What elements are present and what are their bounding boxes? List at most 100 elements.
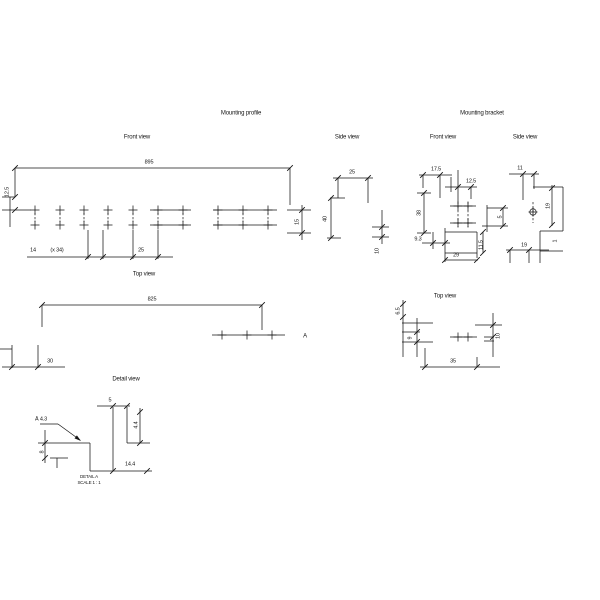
dimension-tick — [441, 256, 449, 264]
leader-arrow-icon — [74, 435, 81, 441]
profile-top-view: 825 30 A — [0, 296, 307, 371]
dimension-tick — [154, 253, 162, 261]
dimension-tick — [378, 223, 386, 231]
dimension-tick — [109, 402, 117, 410]
dimension-label: 12.5 — [4, 187, 10, 197]
dimension-label: 1 — [552, 239, 558, 242]
dimension-tick — [473, 256, 481, 264]
detail-caption-line1: DETAIL A — [80, 474, 98, 479]
dimension-tick — [327, 194, 335, 202]
dimension-tick — [38, 301, 46, 309]
dimension-tick — [99, 253, 107, 261]
dimension-tick — [499, 204, 507, 212]
dimension-label: 8 — [39, 450, 45, 453]
dimension-tick — [519, 170, 527, 178]
dimension-tick — [11, 193, 19, 201]
dimension-label: 15 — [294, 219, 300, 225]
bracket-side-view-title: Side view — [513, 135, 538, 141]
hole-circle — [529, 208, 537, 216]
dimension-label: 825 — [148, 296, 157, 302]
dimension-tick — [489, 333, 497, 341]
dimension-tick — [109, 467, 117, 475]
dimension-tick — [136, 439, 144, 447]
dimension-tick — [441, 239, 449, 247]
dimension-label: Ā 4.3 — [35, 415, 47, 422]
profile-top-view-title: Top view — [133, 272, 156, 278]
dimension-label: 6.5 — [395, 307, 401, 314]
bracket-front-view-title: Front view — [430, 135, 457, 141]
dimension-tick — [489, 321, 497, 329]
dimension-tick — [41, 439, 49, 447]
dimension-label: 19 — [545, 203, 551, 209]
dimension-tick — [11, 164, 19, 172]
dimension-tick — [399, 300, 407, 308]
detail-view-title: Detail view — [112, 377, 140, 383]
dimension-tick — [525, 246, 533, 254]
dimension-label: 40 — [322, 216, 328, 222]
dimension-label: 14 — [30, 247, 36, 253]
dimension-label: (x 34) — [50, 247, 63, 253]
mounting-bracket-title: Mounting bracket — [460, 111, 504, 117]
detail-callout-a: A — [303, 334, 307, 340]
dimension-tick — [399, 313, 407, 321]
dimension-label: 25 — [349, 169, 355, 175]
mounting-profile-title: Mounting profile — [221, 111, 262, 117]
dimension-tick — [429, 239, 437, 247]
dimension-label: 10 — [374, 248, 380, 254]
dimension-label: 5 — [109, 397, 112, 403]
dimension-tick — [548, 184, 556, 192]
dimension-tick — [286, 164, 294, 172]
dimension-tick — [467, 183, 475, 191]
profile-front-view-title: Front view — [124, 135, 151, 141]
dimension-tick — [258, 301, 266, 309]
dimension-label: 895 — [145, 159, 154, 165]
bracket-side-view: 11 19 19 1 — [506, 165, 564, 263]
detail-caption-line2: SCALE 1 : 1 — [77, 480, 101, 485]
dimension-label: 11 — [517, 165, 523, 171]
dimension-label: 30 — [47, 358, 53, 364]
dimension-tick — [298, 229, 306, 237]
dimension-label: 9.3 — [414, 236, 421, 242]
dimension-label: 12.5 — [466, 178, 476, 184]
dimension-tick — [298, 206, 306, 214]
dimension-tick — [364, 174, 372, 182]
dimension-label: 25 — [138, 247, 144, 253]
dimension-tick — [548, 221, 556, 229]
dimension-tick — [479, 249, 487, 257]
dimension-tick — [499, 222, 507, 230]
dimension-label: 9 — [407, 336, 413, 339]
dimension-label: 11.5 — [478, 240, 484, 250]
dimension-tick — [129, 253, 137, 261]
profile-side-view: 25 40 10 — [322, 169, 389, 254]
dimension-tick — [421, 363, 429, 371]
dimension-label: 19 — [521, 242, 527, 248]
dimension-tick — [327, 234, 335, 242]
dimension-tick — [436, 171, 444, 179]
dimension-tick — [413, 328, 421, 336]
dimension-tick — [136, 408, 144, 416]
dimension-label: 29 — [453, 252, 459, 258]
dimension-tick — [420, 189, 428, 197]
dimension-tick — [479, 228, 487, 236]
dimension-label: 38 — [416, 210, 422, 216]
dimension-tick — [506, 246, 514, 254]
dimension-tick — [413, 338, 421, 346]
dimension-tick — [334, 174, 342, 182]
dimension-tick — [8, 363, 16, 371]
dimension-tick — [378, 233, 386, 241]
dimension-tick — [123, 402, 131, 410]
dimension-tick — [419, 171, 427, 179]
dimension-tick — [143, 467, 151, 475]
profile-front-view: 895 12.5 15 14 (x 34) 25 — [2, 159, 311, 261]
dimension-label: 5 — [497, 215, 503, 218]
dimension-tick — [84, 253, 92, 261]
dimension-tick — [41, 454, 49, 462]
bracket-top-view-title: Top view — [434, 294, 457, 300]
dimension-tick — [420, 229, 428, 237]
dimension-tick — [11, 206, 19, 214]
